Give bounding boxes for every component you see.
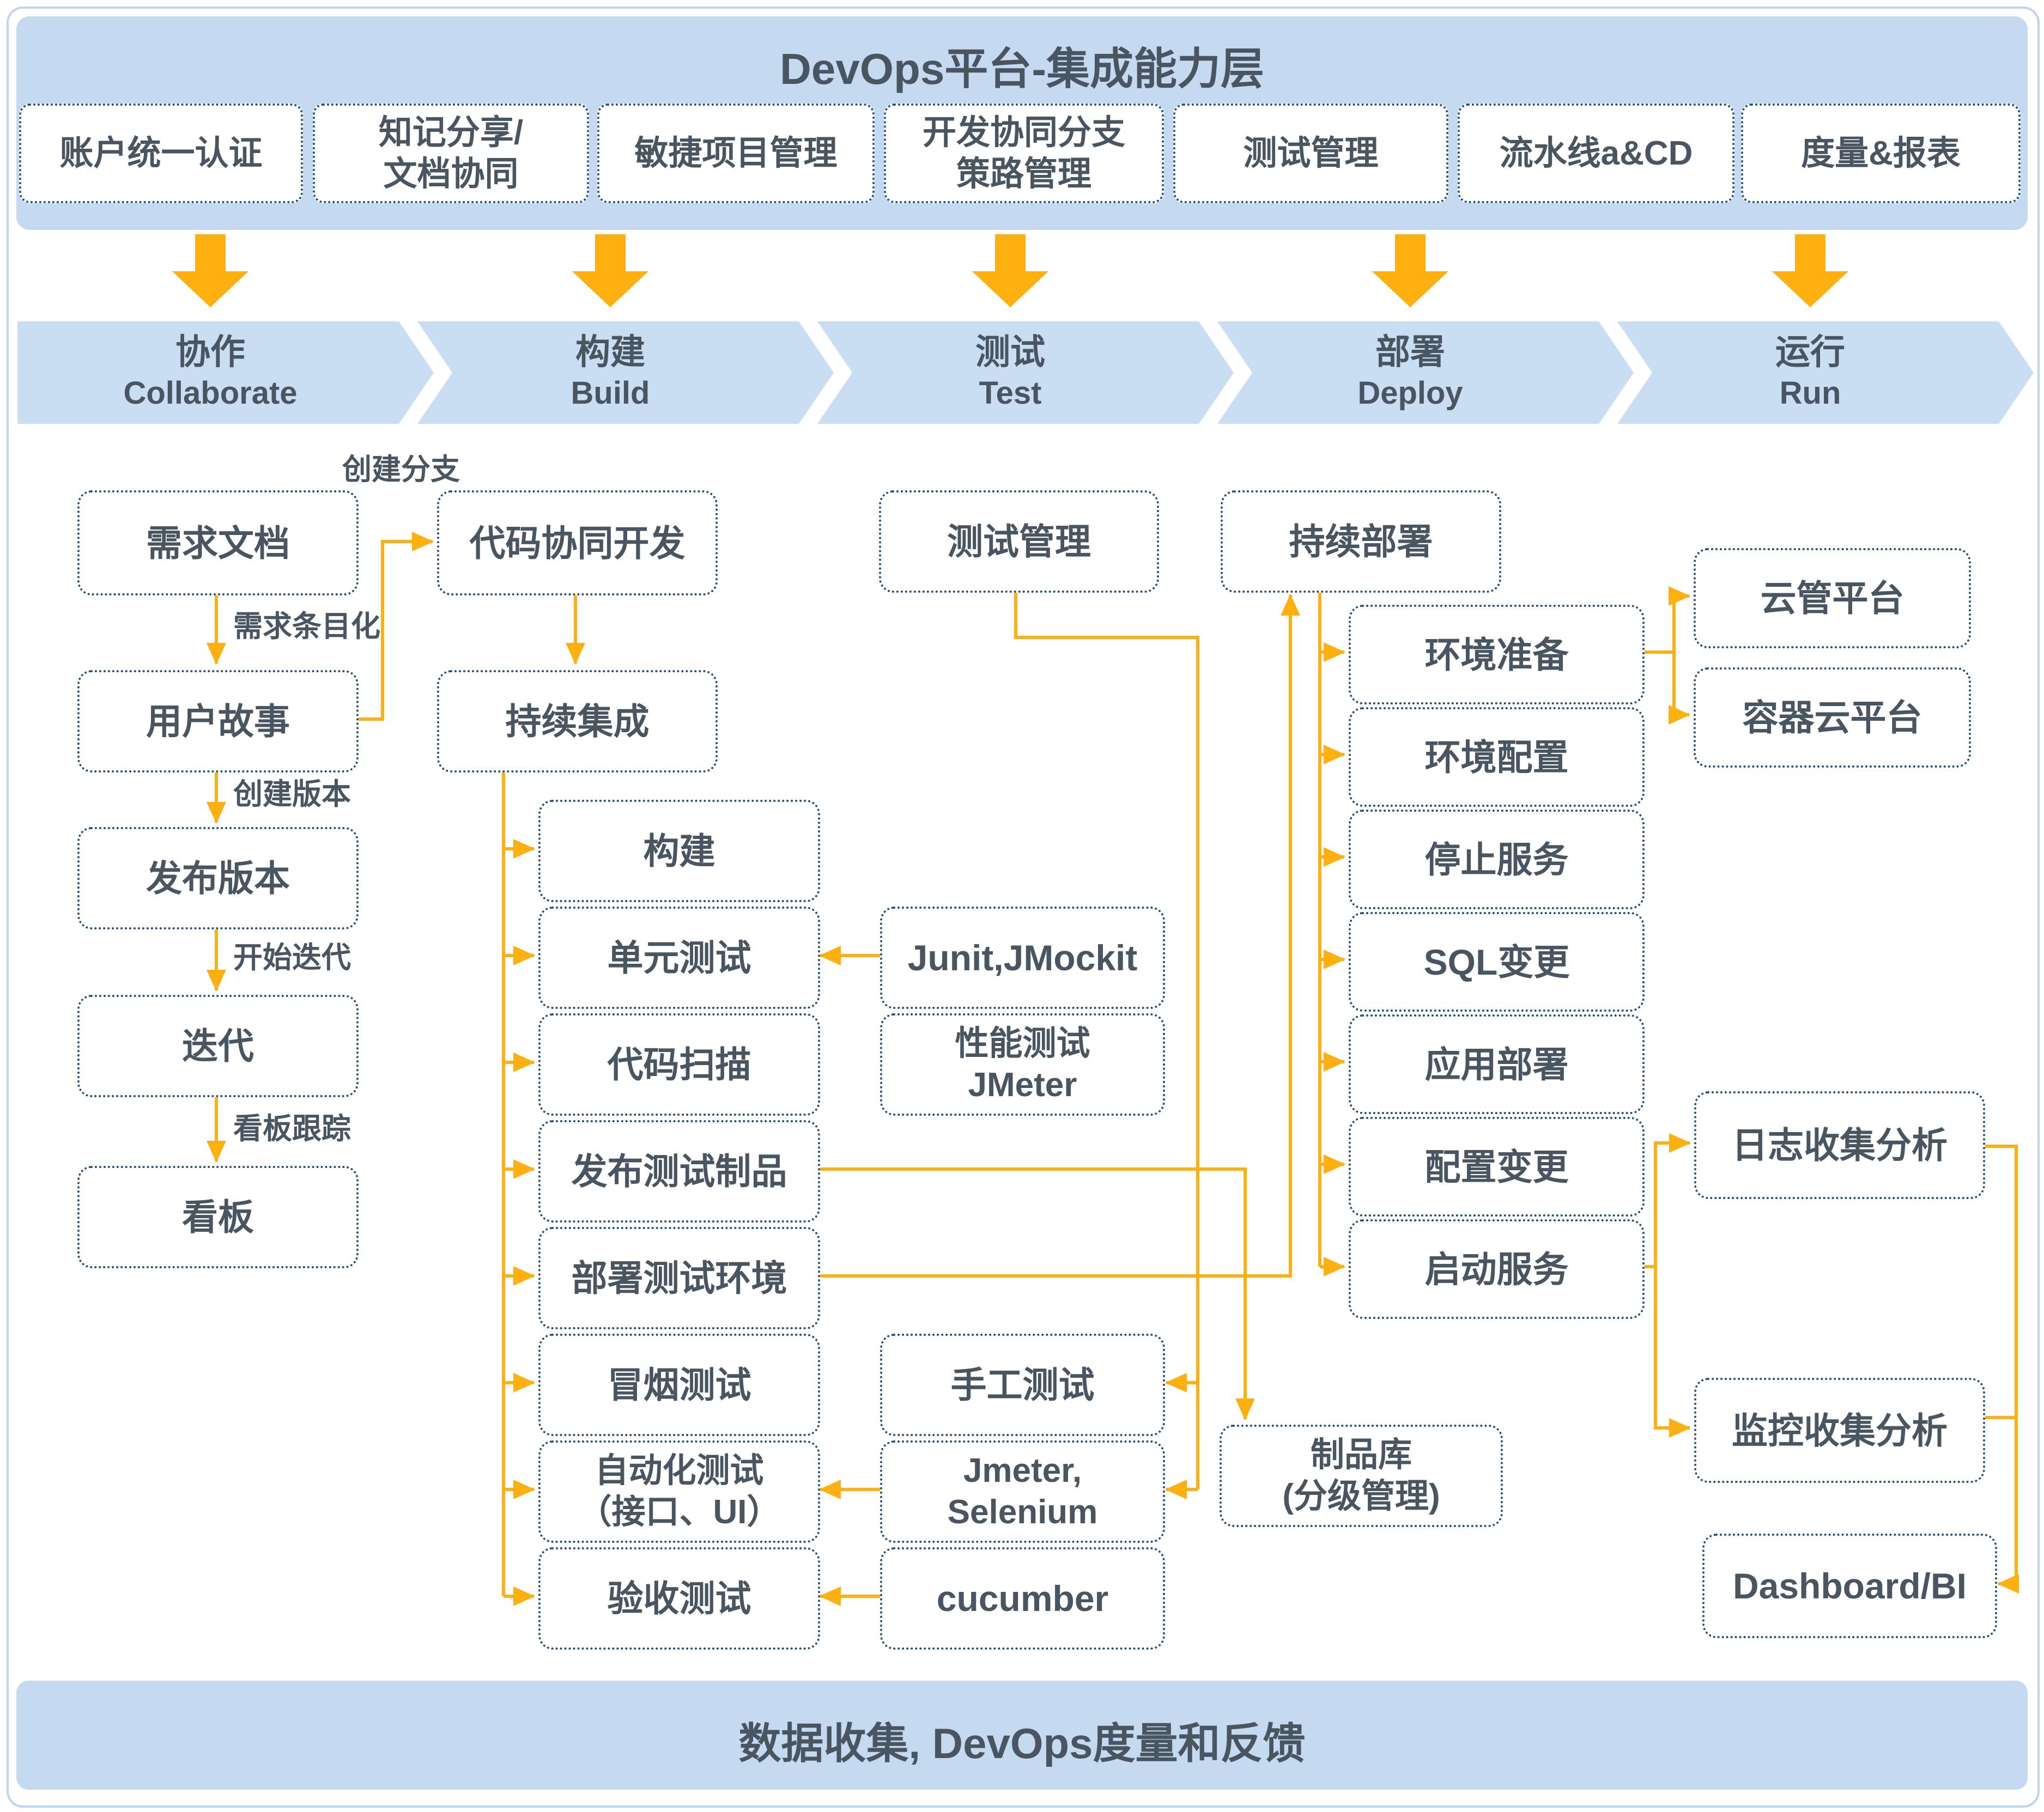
node-code-dev: 代码协同开发: [437, 490, 718, 595]
stage-deploy-en: Deploy: [1357, 375, 1463, 411]
node-perf-test-jmeter: 性能测试 JMeter: [880, 1013, 1165, 1116]
node-cloud-mgmt: 云管平台: [1694, 548, 1971, 648]
page-border: [7, 7, 2040, 1808]
stage-deploy: 部署 Deploy: [1274, 330, 1546, 413]
node-build: 构建: [538, 800, 820, 902]
stage-deploy-cn: 部署: [1375, 332, 1445, 372]
footer-title: 数据收集, DevOps度量和反馈: [738, 1719, 1306, 1767]
node-smoke-test: 冒烟测试: [538, 1334, 820, 1436]
node-req-doc: 需求文档: [77, 490, 359, 595]
node-publish-artifact: 发布测试制品: [538, 1120, 820, 1223]
edge-label-kanban-track: 看板跟踪: [233, 1112, 351, 1145]
edge-label-start-iteration: 开始迭代: [233, 941, 351, 974]
node-code-scan: 代码扫描: [538, 1013, 820, 1116]
node-unit-test: 单元测试: [538, 907, 820, 1009]
capability-knowledge-share: 知记分享/ 文档协同: [313, 104, 589, 203]
capability-metrics-report: 度量&报表: [1741, 104, 2021, 203]
stage-down-arrows: [172, 234, 1848, 307]
stage-build-en: Build: [571, 375, 650, 411]
node-artifact-repo: 制品库 (分级管理): [1220, 1425, 1503, 1527]
node-monitor-analysis: 监控收集分析: [1694, 1378, 1985, 1483]
capability-agile-pm: 敏捷项目管理: [597, 104, 875, 203]
node-sql-change: SQL变更: [1349, 912, 1645, 1012]
capability-account-auth: 账户统一认证: [19, 104, 303, 203]
stage-run-en: Run: [1779, 375, 1841, 411]
node-ci: 持续集成: [437, 670, 718, 773]
stage-build: 构建 Build: [474, 330, 747, 413]
flow-connectors: [207, 532, 2019, 1606]
stage-run-cn: 运行: [1775, 332, 1845, 372]
node-log-analysis: 日志收集分析: [1694, 1091, 1985, 1199]
stage-test: 测试 Test: [874, 330, 1147, 413]
page-title: DevOps平台-集成能力层: [780, 45, 1264, 93]
edge-label-create-version: 创建版本: [233, 778, 351, 811]
node-config-change: 配置变更: [1349, 1117, 1645, 1217]
node-test-mgmt: 测试管理: [879, 490, 1159, 593]
stage-chevrons: [17, 321, 2034, 424]
capability-pipeline: 流水线a&CD: [1458, 104, 1734, 203]
node-kanban: 看板: [77, 1166, 359, 1268]
node-app-deploy: 应用部署: [1349, 1014, 1645, 1114]
stage-collaborate-cn: 协作: [175, 332, 245, 372]
node-deploy-test-env: 部署测试环境: [538, 1227, 820, 1329]
node-cd: 持续部署: [1221, 490, 1501, 593]
node-auto-test: 自动化测试 （接口、UI）: [538, 1440, 820, 1543]
capability-test-mgmt: 测试管理: [1173, 104, 1448, 203]
edge-label-create-branch: 创建分支: [342, 453, 460, 486]
stage-run: 运行 Run: [1674, 330, 1946, 413]
node-release-version: 发布版本: [77, 827, 359, 929]
node-start-service: 启动服务: [1349, 1219, 1645, 1319]
stage-build-cn: 构建: [575, 332, 645, 372]
node-env-config: 环境配置: [1349, 707, 1645, 807]
node-dashboard-bi: Dashboard/BI: [1702, 1534, 1997, 1638]
stage-test-en: Test: [979, 375, 1042, 411]
capability-branch-strategy: 开发协同分支 策路管理: [884, 104, 1164, 203]
stage-collaborate-en: Collaborate: [123, 375, 298, 411]
edge-label-itemize-req: 需求条目化: [233, 610, 380, 643]
bottom-banner: [16, 1681, 2028, 1790]
node-iteration: 迭代: [77, 995, 359, 1097]
node-cucumber: cucumber: [880, 1547, 1165, 1650]
node-user-story: 用户故事: [77, 670, 359, 773]
stage-collaborate: 协作 Collaborate: [74, 330, 347, 413]
node-env-prepare: 环境准备: [1349, 605, 1645, 704]
node-jmeter-selenium: Jmeter, Selenium: [880, 1440, 1165, 1543]
stage-test-cn: 测试: [975, 332, 1045, 372]
node-acceptance-test: 验收测试: [538, 1547, 820, 1650]
node-junit-jmockit: Junit,JMockit: [880, 907, 1165, 1009]
node-stop-service: 停止服务: [1349, 810, 1645, 909]
node-container-cloud: 容器云平台: [1694, 667, 1971, 768]
node-manual-test: 手工测试: [880, 1334, 1165, 1436]
